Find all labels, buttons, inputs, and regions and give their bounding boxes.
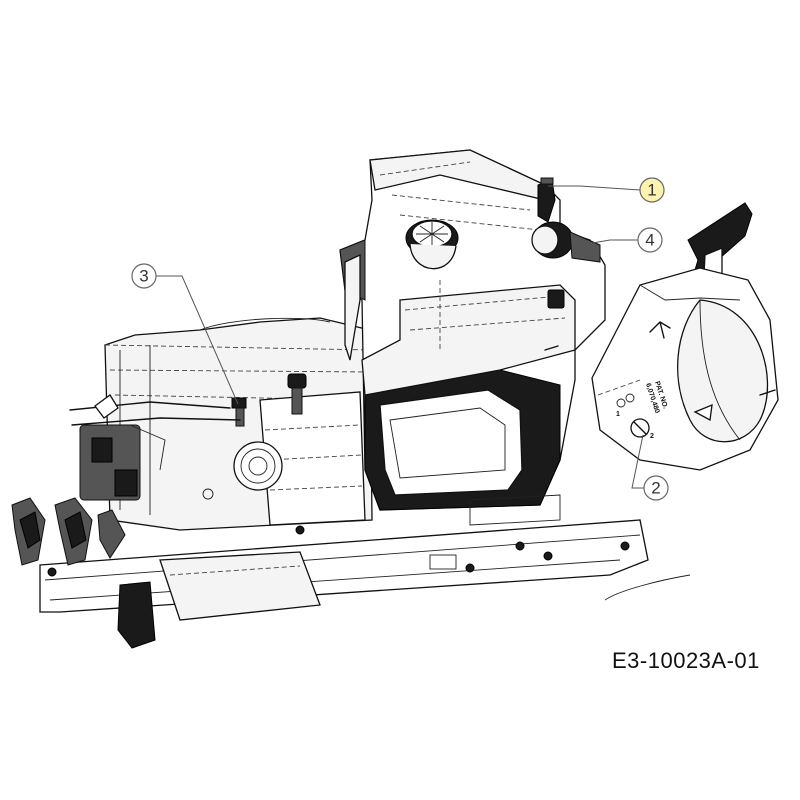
fuel-valve-dial-icon <box>630 418 650 438</box>
callout-4: 4 <box>574 227 663 253</box>
callout-2-number: 2 <box>651 479 660 498</box>
oil-dipstick-icon <box>287 373 307 415</box>
callout-1: 1 <box>548 177 665 203</box>
engine-assembly <box>69 317 373 531</box>
callout-2-ring <box>643 475 669 501</box>
engine-filter-icon <box>233 441 283 491</box>
dial-mark-left: 1 <box>616 411 620 418</box>
hitch-bracket-icon <box>11 497 126 566</box>
drawing-reference-code: E3-10023A-01 <box>612 648 760 673</box>
callout-3-ring <box>131 263 157 289</box>
callout-1-number: 1 <box>647 181 656 200</box>
tank-opening-icon <box>531 221 601 263</box>
fuel-line-clamp-icon <box>231 397 247 427</box>
callout-4-number: 4 <box>645 231 654 250</box>
callout-3: 3 <box>131 263 239 405</box>
callout-2: 2 <box>631 434 669 501</box>
callout-4-ring <box>637 227 663 253</box>
callout-3-number: 3 <box>139 267 148 286</box>
tank-clip-icon <box>537 177 556 223</box>
carburetor-linkage-icon <box>69 394 241 501</box>
fuel-cap-detail: PAT. NO. 6,070,480 1 2 <box>591 202 779 471</box>
fuel-tank-housing <box>339 149 606 511</box>
fuel-cap-icon <box>405 219 459 270</box>
dial-mark-right: 2 <box>650 433 654 440</box>
callout-1-ring <box>639 177 665 203</box>
frame-rail <box>39 494 691 649</box>
